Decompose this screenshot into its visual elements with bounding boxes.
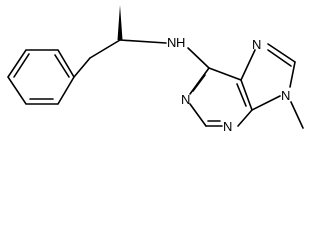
pyrimidine-n-bottom-label: N [223, 119, 232, 134]
bond-c6-c5 [208, 67, 242, 81]
bond-n9-c4 [251, 95, 281, 111]
bond-c8-n9 [289, 61, 296, 88]
bond-c4-c5 [240, 79, 253, 111]
bond-n3-c4 [237, 109, 253, 127]
imidazole-n-top-label: N [252, 37, 261, 52]
phenyl-ring [7, 49, 75, 105]
bond-c6-n1-double [192, 74, 206, 92]
bond-n1-c2 [189, 103, 207, 127]
structure-canvas: N H N N N N [7, 5, 304, 134]
bond-c5-n7 [240, 49, 256, 81]
imidazole-n-right-label: N [281, 88, 290, 103]
bond-chiral-to-ch2 [89, 39, 121, 59]
amine-n-label: N [167, 35, 176, 50]
pyrimidine-n-top-label: N [181, 92, 190, 107]
stereo-wedge-bond [117, 5, 123, 40]
phenyl-double-bond-2 [13, 53, 30, 78]
molecule-structure: N H N N N N [7, 5, 304, 134]
phenyl-double-bond-3 [54, 54, 70, 78]
bond-n7-c8-double [267, 49, 292, 67]
bond-ch2-to-phenyl [73, 57, 91, 78]
bond-chiral-to-nh [119, 39, 167, 44]
bond-nh-to-c6 [187, 47, 210, 69]
bond-c4-c5-double [236, 83, 247, 107]
bond-n7-c8 [267, 43, 296, 63]
amine-h-label: H [176, 35, 185, 50]
bond-n9-methyl [290, 101, 304, 129]
